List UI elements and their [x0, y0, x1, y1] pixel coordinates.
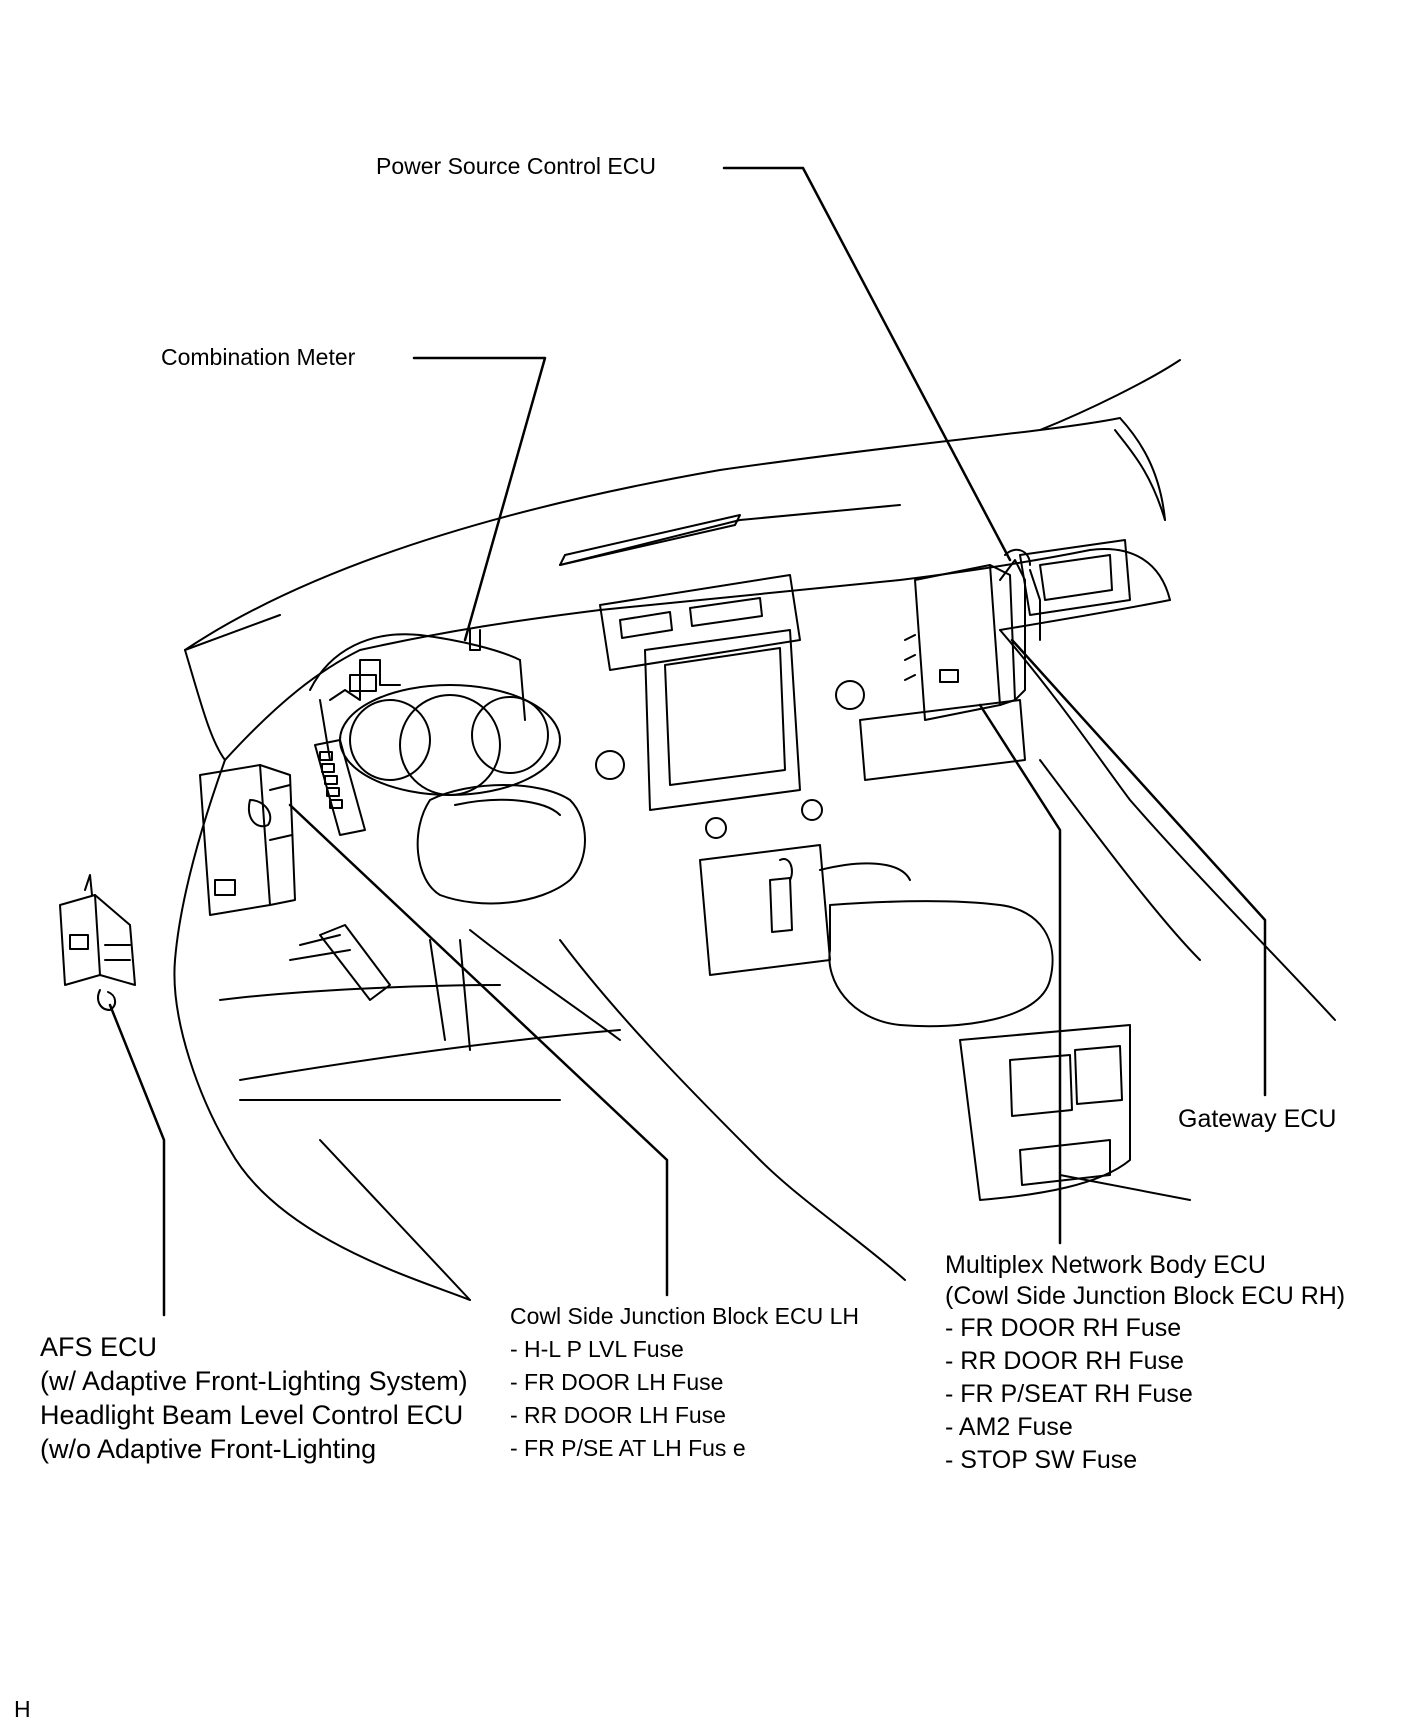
multiplex-title-line1: Multiplex Network Body ECU: [945, 1251, 1266, 1279]
combination-meter-label: Combination Meter: [161, 344, 356, 370]
power-source-control-ecu-label: Power Source Control ECU: [376, 153, 656, 179]
fuse-item: - FR DOOR LH Fuse: [510, 1368, 724, 1395]
right-dash-details: [835, 539, 1131, 781]
fuse-item: - AM2 Fuse: [945, 1412, 1073, 1441]
leader-multiplex: [978, 703, 1062, 1245]
fuse-item: - RR DOOR LH Fuse: [510, 1401, 726, 1428]
steering-wheel: [416, 784, 586, 905]
multiplex-ecu-block: [904, 548, 1041, 721]
multiplex-network-body-ecu-label: Multiplex Network Body ECU (Cowl Side Ju…: [945, 1250, 1345, 1478]
figure-code: H: [14, 1696, 31, 1722]
center-console: [595, 574, 1054, 1028]
fuse-item: - FR P/SEAT RH Fuse: [945, 1379, 1193, 1408]
leader-lines: [108, 166, 1267, 1317]
gateway-ecu-label: Gateway ECU: [1178, 1105, 1337, 1133]
windshield-outline: [184, 359, 1181, 651]
multiplex-title-line2: (Cowl Side Junction Block ECU RH): [945, 1282, 1346, 1311]
cowl-lh-ecu-block: [199, 764, 296, 916]
leader-power-source: [722, 166, 1012, 562]
fuse-item: - H-L P LVL Fuse: [510, 1335, 684, 1362]
afs-line1: AFS ECU: [40, 1332, 158, 1362]
fuse-item: - STOP SW Fuse: [945, 1445, 1138, 1474]
fuse-item: - RR DOOR RH Fuse: [945, 1346, 1184, 1375]
combination-meter-shape: [309, 629, 561, 796]
fuse-item: - FR P/SE AT LH Fus e: [510, 1434, 746, 1461]
rear-console: [959, 1024, 1191, 1201]
leader-combination-meter: [412, 356, 547, 642]
afs-ecu-label: AFS ECU (w/ Adaptive Front-Lighting Syst…: [40, 1330, 468, 1466]
cowl-lh-title: Cowl Side Junction Block ECU LH: [510, 1303, 859, 1329]
fuse-item: - FR DOOR RH Fuse: [945, 1313, 1182, 1342]
afs-line4: (w/o Adaptive Front-Lighting: [40, 1434, 377, 1464]
multiplex-fuse-list: - FR DOOR RH Fuse - RR DOOR RH Fuse - FR…: [945, 1313, 1345, 1478]
floor-lines: [289, 924, 471, 1051]
leader-gateway: [1010, 638, 1267, 1097]
afs-line3: Headlight Beam Level Control ECU: [40, 1400, 464, 1430]
afs-line2: (w/ Adaptive Front-Lighting System): [40, 1366, 468, 1396]
leader-cowl-lh: [288, 803, 669, 1297]
cowl-side-junction-block-lh-label: Cowl Side Junction Block ECU LH - H-L P …: [510, 1302, 859, 1467]
cowl-lh-fuse-list: - H-L P LVL Fuse - FR DOOR LH Fuse - RR …: [510, 1335, 859, 1467]
dashboard-body: [173, 548, 1336, 1301]
afs-ecu-block: [59, 874, 136, 1011]
leader-afs: [108, 1003, 166, 1317]
left-switch-panel: [314, 739, 366, 836]
